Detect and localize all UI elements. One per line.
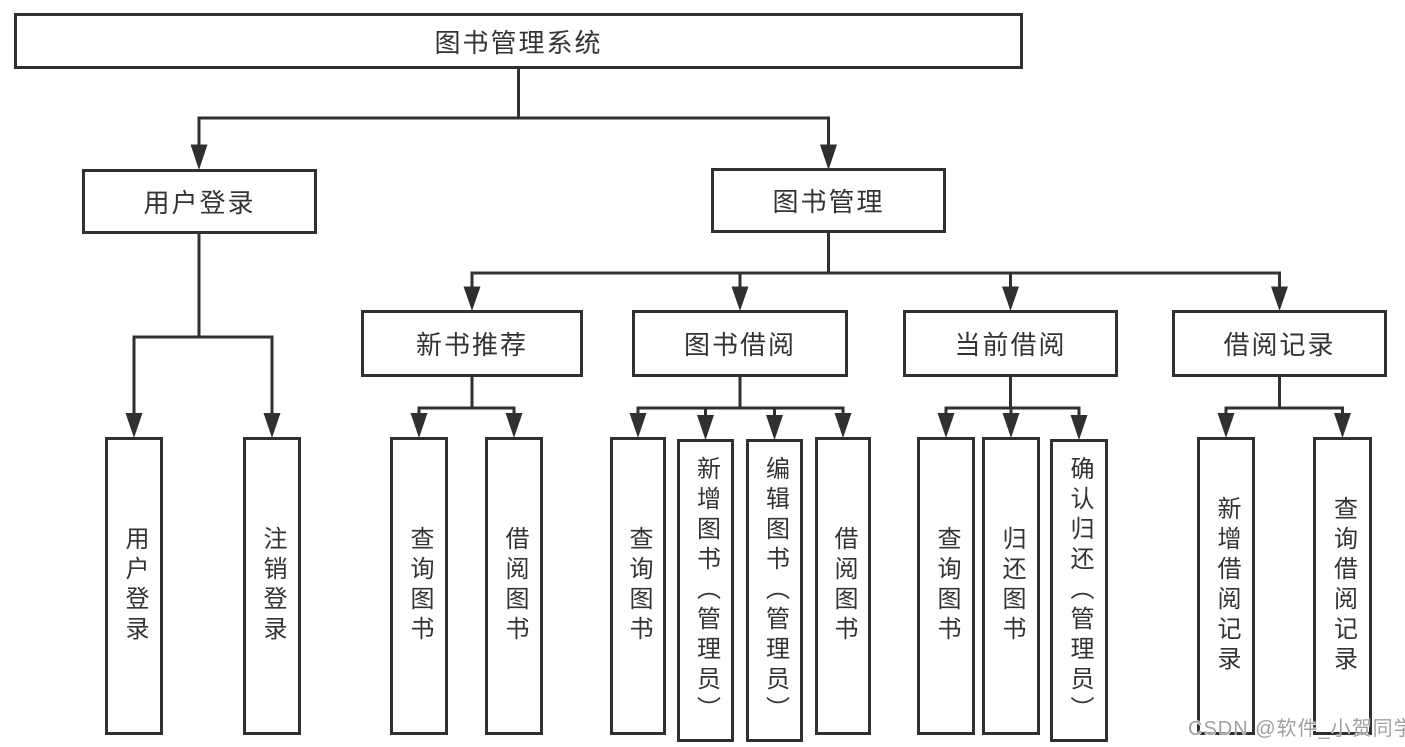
arrowhead <box>1271 286 1288 311</box>
leaf-query-borrow-record: 查询借阅记录 <box>1313 437 1372 735</box>
leaf-add-book-admin: 新增图书（管理员） <box>677 439 734 742</box>
arrowhead <box>820 144 837 170</box>
arrowhead <box>629 413 647 438</box>
arrowhead <box>1334 413 1351 438</box>
leaf-borrow-books: 借阅图书 <box>815 437 871 735</box>
leaf-logout: 注销登录 <box>243 437 301 735</box>
arrowhead <box>697 415 714 440</box>
arrowhead <box>263 413 281 438</box>
arrowhead <box>1070 415 1088 440</box>
leaf-query-books-borrowing: 查询图书 <box>610 437 666 735</box>
wires-book-management <box>463 233 1288 311</box>
node-user-login: 用户登录 <box>82 169 317 234</box>
wires-root <box>190 69 837 170</box>
arrowhead <box>505 413 523 438</box>
arrowhead <box>463 286 481 311</box>
leaf-return-books: 归还图书 <box>982 437 1040 735</box>
wires-user-login <box>125 234 281 438</box>
node-current-borrowing: 当前借阅 <box>903 310 1118 377</box>
arrowhead <box>834 413 852 438</box>
node-new-book-recommend: 新书推荐 <box>361 310 583 377</box>
node-borrow-records: 借阅记录 <box>1172 310 1387 377</box>
arrowhead <box>1002 413 1020 438</box>
wires-book-borrowing <box>629 377 852 440</box>
arrowhead <box>766 415 783 440</box>
leaf-edit-book-admin: 编辑图书（管理员） <box>746 439 803 742</box>
arrowhead <box>410 413 428 438</box>
arrowhead <box>937 413 955 438</box>
leaf-add-borrow-record: 新增借阅记录 <box>1197 437 1255 735</box>
arrowhead <box>731 286 749 311</box>
wires-current-borrowing <box>937 377 1088 440</box>
leaf-user-login: 用户登录 <box>105 437 163 735</box>
wires-borrow-records <box>1217 377 1351 438</box>
leaf-query-books-current: 查询图书 <box>917 437 975 735</box>
arrowhead <box>190 144 208 170</box>
leaf-borrow-books-recommend: 借阅图书 <box>485 437 543 735</box>
leaf-query-books-recommend: 查询图书 <box>390 437 448 735</box>
arrowhead <box>125 413 143 438</box>
csdn-watermark: CSDN @软件_小贺同学 <box>1188 718 1405 740</box>
arrowhead <box>1217 413 1235 438</box>
wires-new-book-recommend <box>410 377 523 438</box>
leaf-confirm-return-admin: 确认归还（管理员） <box>1050 439 1108 742</box>
arrowhead <box>1002 286 1019 311</box>
node-book-management: 图书管理 <box>711 168 946 233</box>
node-book-borrowing: 图书借阅 <box>632 310 848 377</box>
node-library-system: 图书管理系统 <box>14 13 1023 69</box>
